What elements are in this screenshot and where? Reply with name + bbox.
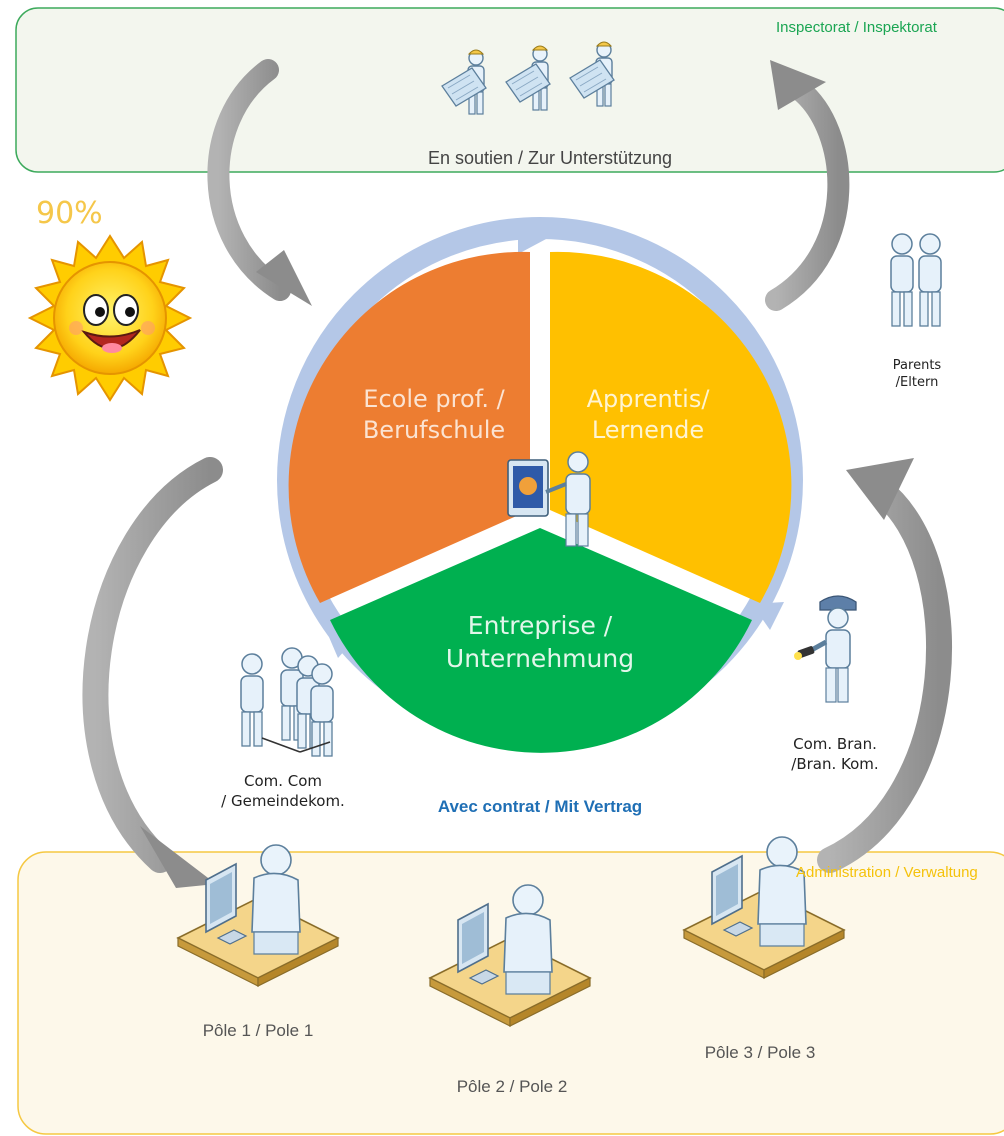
company-label-line-1: Entreprise / <box>467 611 613 640</box>
police-officer-icon <box>794 595 857 703</box>
communal-commission-label: Com. Com / Gemeindekom. <box>198 772 368 811</box>
presenter-icon <box>507 451 591 547</box>
branch-commission-label: Com. Bran. /Bran. Kom. <box>770 735 900 774</box>
apprentice-label-line-1: Apprentis/ <box>586 385 710 413</box>
segment-company <box>330 528 752 753</box>
parents-label-line-1: Parents <box>892 358 942 373</box>
arrow-administration-to-apprentice <box>817 458 953 873</box>
communal-commission-icon <box>240 647 334 757</box>
pole-3-label: Pôle 3 / Pole 3 <box>704 1043 816 1062</box>
inspectorate-panel <box>15 7 1004 173</box>
branch-commission-line-2: /Bran. Kom. <box>791 754 879 773</box>
arrow-inspectorate-to-school <box>207 59 312 306</box>
pole-2-label: Pôle 2 / Pole 2 <box>456 1077 568 1096</box>
segment-apprentice <box>550 251 792 603</box>
sun-percent: 90% <box>36 196 103 231</box>
communal-commission-line-1: Com. Com <box>243 772 323 790</box>
inspectorate-caption: En soutien / Zur Unterstützung <box>427 148 673 168</box>
arrow-apprentice-to-inspectorate <box>765 60 850 311</box>
inspectorate-title: Inspectorat / Inspektorat <box>776 19 937 36</box>
communal-commission-line-2: / Gemeindekom. <box>221 791 345 810</box>
pole-1-label: Pôle 1 / Pole 1 <box>202 1021 314 1040</box>
contract-label: Avec contrat / Mit Vertrag <box>437 797 643 816</box>
parents-icon <box>890 233 942 327</box>
company-label: Entreprise / Unternehmung <box>430 610 650 675</box>
parents-label: Parents /Eltern <box>862 358 972 392</box>
apprentice-label: Apprentis/ Lernende <box>548 384 748 446</box>
apprentice-label-line-2: Lernende <box>591 416 705 445</box>
parents-label-line-2: /Eltern <box>895 374 939 390</box>
company-label-line-2: Unternehmung <box>445 643 635 673</box>
administration-title: Administration / Verwaltung <box>796 864 978 881</box>
branch-commission-line-1: Com. Bran. <box>793 735 877 753</box>
school-label-line-1: Ecole prof. / <box>363 385 505 413</box>
segment-school <box>288 251 530 603</box>
school-label: Ecole prof. / Berufschule <box>334 384 534 446</box>
arrow-school-to-administration <box>82 457 223 888</box>
school-label-line-2: Berufschule <box>362 416 506 445</box>
smiling-sun-icon <box>27 234 193 402</box>
